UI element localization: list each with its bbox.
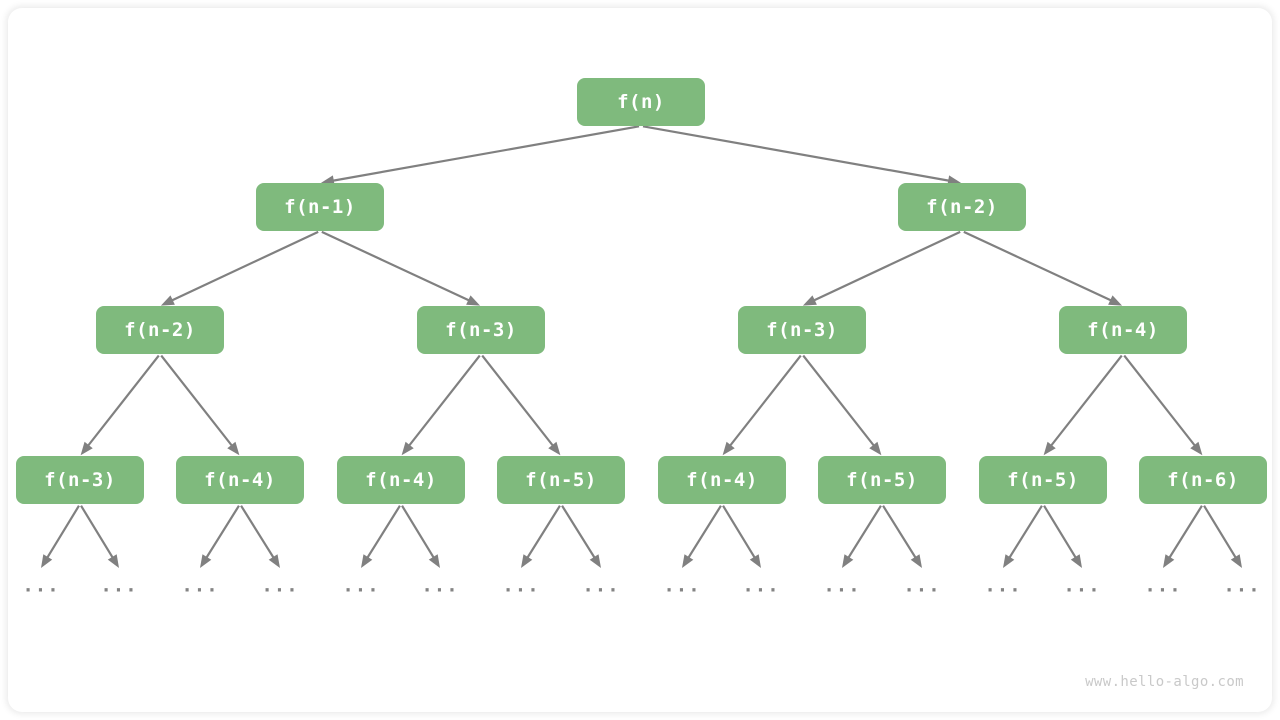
tree-edge xyxy=(1043,354,1123,456)
ellipsis-marker: ... xyxy=(181,574,219,597)
tree-node: f(n-1) xyxy=(256,183,384,231)
tree-edge-leaf xyxy=(240,505,280,568)
tree-edge xyxy=(321,230,481,306)
tree-edge xyxy=(963,230,1123,306)
tree-edge-leaf xyxy=(1163,505,1203,568)
tree-node: f(n-5) xyxy=(979,456,1107,504)
ellipsis-marker: ... xyxy=(261,574,299,597)
tree-edge-leaf xyxy=(1003,505,1043,568)
ellipsis-marker: ... xyxy=(663,574,701,597)
tree-node: f(n-6) xyxy=(1139,456,1267,504)
tree-edge-leaf xyxy=(682,505,722,568)
ellipsis-marker: ... xyxy=(1144,574,1182,597)
ellipsis-marker: ... xyxy=(903,574,941,597)
tree-node: f(n-3) xyxy=(738,306,866,354)
tree-edge xyxy=(401,354,481,456)
tree-edge xyxy=(722,354,802,456)
tree-edge-leaf xyxy=(1203,505,1242,568)
ellipsis-marker: ... xyxy=(1223,574,1261,597)
ellipsis-marker: ... xyxy=(100,574,138,597)
ellipsis-marker: ... xyxy=(582,574,620,597)
tree-edge-leaf xyxy=(842,505,882,568)
tree-node: f(n-2) xyxy=(96,306,224,354)
ellipsis-marker: ... xyxy=(1063,574,1101,597)
ellipsis-marker: ... xyxy=(742,574,780,597)
tree-node: f(n-3) xyxy=(417,306,545,354)
ellipsis-marker: ... xyxy=(502,574,540,597)
tree-edge xyxy=(802,354,882,456)
tree-node: f(n-4) xyxy=(337,456,465,504)
tree-edge-leaf xyxy=(1043,505,1082,568)
ellipsis-marker: ... xyxy=(22,574,60,597)
tree-node: f(n-4) xyxy=(658,456,786,504)
tree-edge-leaf xyxy=(41,505,80,568)
tree-edge-leaf xyxy=(882,505,922,568)
tree-node: f(n-5) xyxy=(818,456,946,504)
tree-edge xyxy=(642,125,962,186)
ellipsis-marker: ... xyxy=(984,574,1022,597)
ellipsis-marker: ... xyxy=(823,574,861,597)
ellipsis-marker: ... xyxy=(342,574,380,597)
tree-node: f(n) xyxy=(577,78,705,126)
tree-edge-leaf xyxy=(200,505,240,568)
tree-edge xyxy=(160,354,240,456)
tree-edge xyxy=(80,354,160,456)
tree-edge-leaf xyxy=(361,505,401,568)
recursion-tree-diagram: f(n) f(n-1) f(n-2) f(n-2) f(n-3) f(n-3) f(n-4)… xyxy=(8,8,1272,712)
tree-node: f(n-2) xyxy=(898,183,1026,231)
tree-edge-leaf xyxy=(521,505,561,568)
tree-node: f(n-3) xyxy=(16,456,144,504)
watermark: www.hello-algo.com xyxy=(1085,674,1244,690)
tree-node: f(n-4) xyxy=(176,456,304,504)
tree-edge xyxy=(160,230,319,306)
tree-node: f(n-4) xyxy=(1059,306,1187,354)
tree-edge xyxy=(320,125,640,186)
tree-edge-leaf xyxy=(401,505,440,568)
tree-edge xyxy=(802,230,961,306)
tree-node: f(n-5) xyxy=(497,456,625,504)
tree-edge-leaf xyxy=(722,505,761,568)
diagram-card: f(n) f(n-1) f(n-2) f(n-2) f(n-3) f(n-3) f(n-4)… xyxy=(8,8,1272,712)
tree-edge xyxy=(1123,354,1203,456)
ellipsis-marker: ... xyxy=(421,574,459,597)
tree-edge xyxy=(481,354,561,456)
tree-edge-leaf xyxy=(80,505,119,568)
tree-edge-leaf xyxy=(561,505,601,568)
